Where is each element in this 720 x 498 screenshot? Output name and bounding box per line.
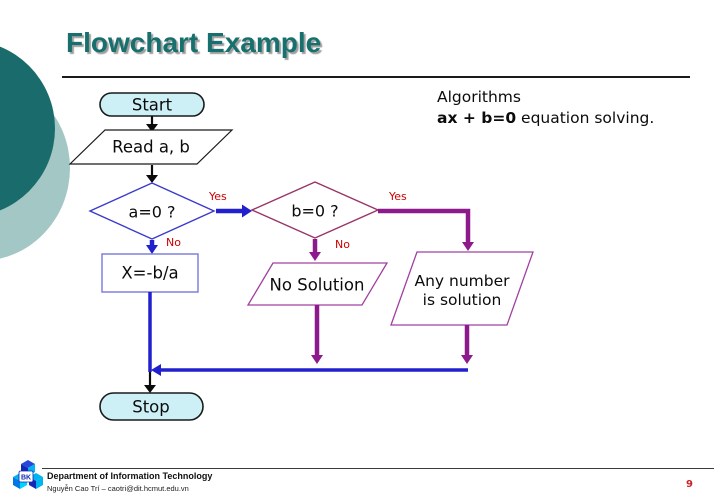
edge-label-no-a: No [166, 236, 181, 249]
stop-terminator-shape [99, 392, 204, 421]
arrow-no-cond-a-to-assign [146, 240, 158, 254]
any-number-label-line1: Any number [414, 272, 510, 290]
annotation-equation: ax + b=0 [437, 108, 517, 127]
assign-label: X=-b/a [121, 263, 179, 283]
read-label: Read a, b [112, 137, 190, 157]
any-number-label: Any number is solution [414, 272, 509, 310]
edge-label-no-b: No [335, 238, 350, 251]
arrow-yes-cond-a-to-cond-b [216, 204, 252, 218]
cond-a-decision-shape [88, 182, 216, 240]
annotation-line1: Algorithms [437, 88, 521, 106]
annotation-text: Algorithms ax + b=0 equation solving. [437, 87, 654, 128]
title-underline [62, 76, 690, 78]
arrow-no-solution-to-collector [311, 305, 323, 364]
annotation-line2-rest: equation solving. [516, 108, 655, 127]
arrow-start-to-read [146, 116, 158, 132]
arrow-yes-cond-b-to-any-number [378, 208, 474, 251]
footer-divider [42, 468, 714, 469]
arrow-any-number-to-collector [461, 325, 473, 364]
slide-title: Flowchart Example [66, 27, 322, 58]
edge-label-yes-b: Yes [389, 190, 407, 203]
any-number-label-line2: is solution [422, 291, 502, 309]
cond-a-label: a=0 ? [128, 202, 176, 222]
cond-b-label: b=0 ? [291, 201, 339, 221]
footer-author: Nguyễn Cao Trí – caotri@dit.hcmut.edu.vn [47, 484, 189, 493]
edge-label-yes-a: Yes [209, 190, 227, 203]
collector-line [151, 364, 468, 376]
arrow-read-to-cond-a [146, 165, 158, 183]
bk-logo-text: BK [21, 475, 31, 482]
annotation-line2: ax + b=0 equation solving. [437, 108, 654, 129]
no-solution-io-shape [246, 262, 389, 306]
arrow-no-cond-b-to-no-solution [309, 239, 321, 261]
cond-b-decision-shape [250, 181, 380, 239]
no-solution-label: No Solution [269, 275, 365, 295]
bk-logo: BK [13, 460, 43, 489]
stop-label: Stop [132, 397, 170, 417]
footer-department: Department of Information Technology [47, 471, 213, 481]
assign-process-shape [101, 253, 199, 293]
any-number-io-shape [390, 251, 534, 326]
start-label: Start [131, 95, 173, 115]
arrow-collector-to-stop [144, 372, 156, 393]
read-io-shape [68, 129, 234, 165]
page-number: 9 [686, 479, 693, 490]
